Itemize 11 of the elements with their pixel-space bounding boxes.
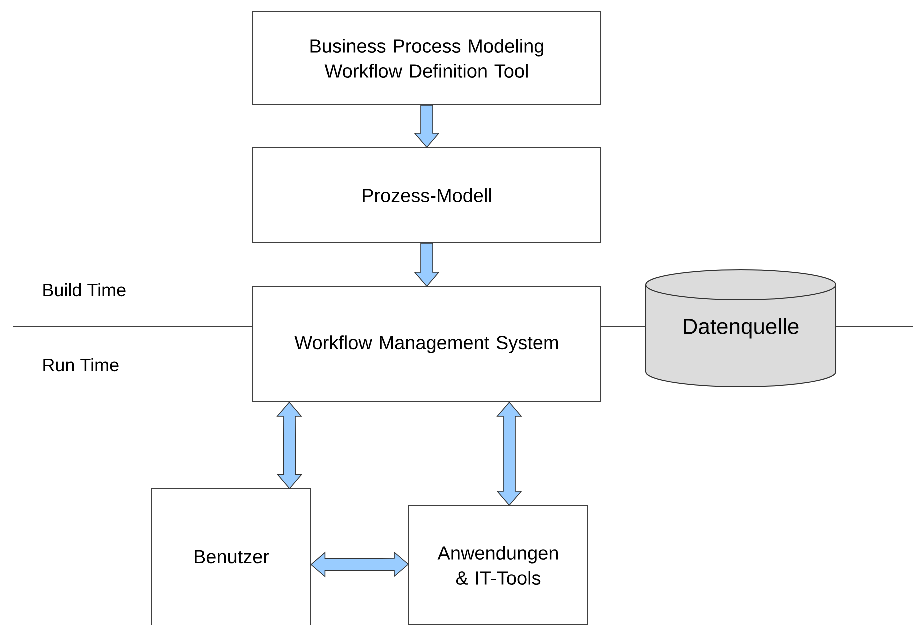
process-box: Anwendungen & IT-Tools bbox=[408, 506, 588, 625]
user-box: Benutzer bbox=[152, 488, 312, 625]
connector-line bbox=[601, 326, 646, 328]
phase-label: Build Time bbox=[44, 283, 126, 297]
database-cylinder: Datenquelle bbox=[646, 270, 836, 388]
process-box: Workflow Management System bbox=[252, 286, 602, 402]
block-arrow bbox=[414, 243, 440, 288]
phase-label: Run Time bbox=[44, 358, 119, 372]
process-box: Business Process Modeling Workflow Definition Tool bbox=[252, 12, 602, 106]
process-box: Prozess-Modell bbox=[252, 148, 602, 244]
block-arrow bbox=[414, 105, 440, 148]
